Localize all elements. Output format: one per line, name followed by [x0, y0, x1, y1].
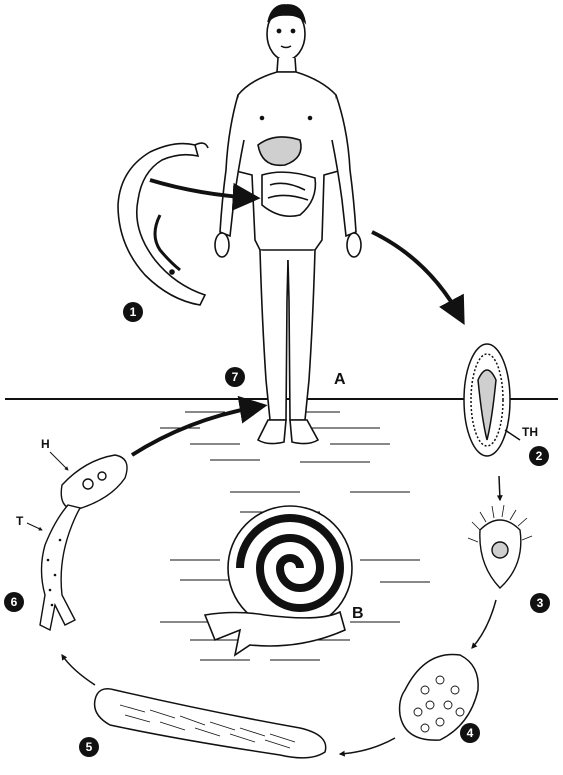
badge-5: 5: [79, 737, 99, 757]
stage-number-badges: 1 2 3 4 5 6 7: [4, 302, 550, 757]
svg-text:5: 5: [86, 740, 93, 754]
water-hatching: [160, 411, 430, 661]
badge-2: 2: [529, 446, 549, 466]
svg-text:3: 3: [537, 596, 544, 610]
arrow-sporocyst-to-daughter: [338, 737, 396, 757]
svg-text:2: 2: [536, 449, 543, 463]
miracidium-stage: [467, 504, 533, 589]
label-B: B: [352, 605, 364, 622]
cercaria-stage: [39, 454, 128, 632]
arrow-worms-to-body: [149, 178, 261, 211]
sporocyst-stage: [398, 653, 479, 741]
badge-3: 3: [530, 593, 550, 613]
arrow-miracidium-to-sporocyst: [471, 599, 497, 649]
svg-text:4: 4: [467, 726, 474, 740]
pointer-T: [26, 522, 43, 531]
daughter-sporocyst-stage: [93, 688, 327, 759]
egg-stage: [463, 343, 521, 457]
label-A: A: [334, 371, 346, 388]
arrow-egg-to-miracidium: [496, 475, 503, 502]
badge-1: 1: [123, 302, 143, 322]
label-TH: TH: [522, 425, 538, 439]
snail-intermediate-host: [203, 505, 353, 657]
badge-4: 4: [460, 723, 480, 743]
arrow-cercaria-to-human: [130, 395, 268, 457]
badge-7: 7: [225, 367, 245, 387]
adult-worm-pair: [117, 142, 209, 306]
arrow-body-to-egg: [371, 230, 465, 325]
badge-6: 6: [4, 592, 24, 612]
svg-text:1: 1: [130, 305, 137, 319]
svg-text:6: 6: [11, 595, 18, 609]
label-T: T: [16, 514, 24, 528]
arrow-daughter-to-cercaria: [61, 654, 96, 686]
svg-text:7: 7: [232, 370, 239, 384]
label-H: H: [41, 437, 50, 451]
pointer-H: [49, 451, 69, 471]
